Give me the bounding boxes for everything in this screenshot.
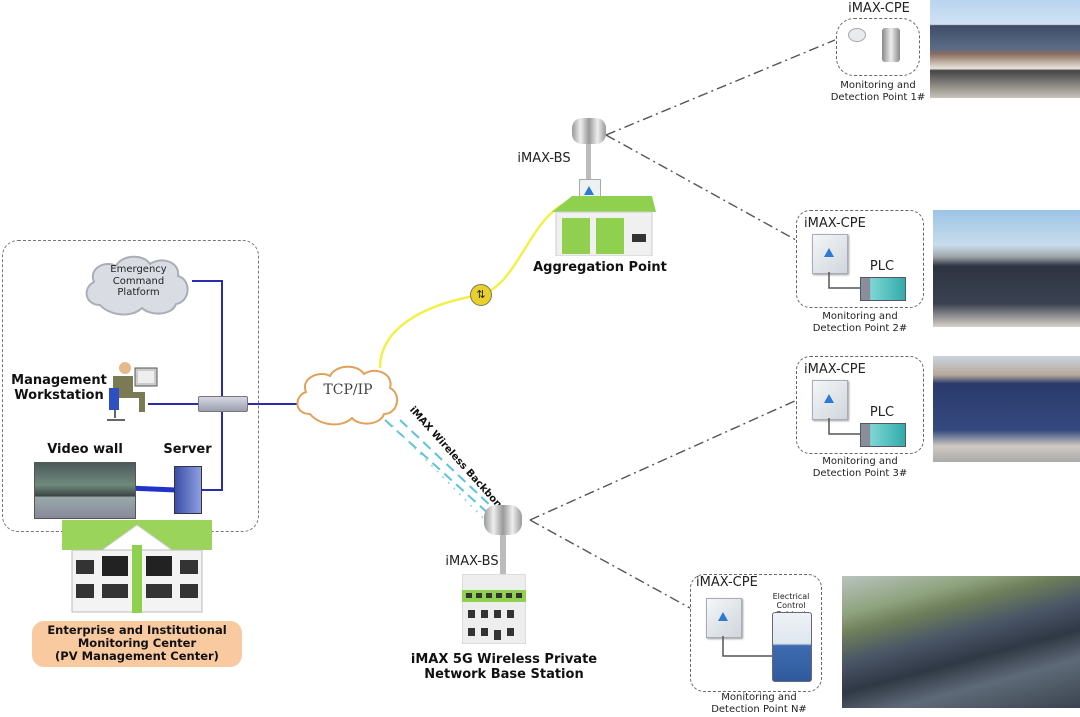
point3-cable (828, 418, 860, 435)
lan-link-videowall (127, 485, 177, 493)
point1-photo (930, 0, 1080, 98)
point3-device-label: PLC (869, 405, 895, 420)
point2-plc-icon (860, 277, 906, 301)
tcpip-label: TCP/IP (323, 382, 373, 398)
wireless-link-point2 (605, 134, 797, 241)
emergency-platform-label: Emergency Command Platform (110, 264, 167, 298)
aggregation-antenna-mast (586, 144, 591, 182)
base-station-title: iMAX 5G Wireless Private Network Base St… (404, 652, 604, 683)
center-label-line2: Monitoring Center (77, 636, 197, 651)
pointN-cabinet-icon (772, 612, 812, 682)
point2-label-line2: Detection Point 2# (812, 322, 908, 334)
point2-cable (828, 272, 860, 289)
aggregation-point-label: Aggregation Point (533, 260, 667, 275)
aggregation-antenna-icon (572, 118, 606, 144)
point1-cpe-label: iMAX-CPE (848, 1, 910, 16)
point2-cpe-logo-icon (824, 248, 834, 257)
point2-photo (933, 210, 1080, 327)
pointN-cable (722, 636, 772, 657)
base-station-building-icon (462, 574, 526, 644)
point3-plc-icon (860, 423, 906, 447)
base-station-mast (500, 535, 506, 575)
backbone-line-3 (399, 419, 496, 511)
aggregation-bs-label: iMAX-BS (517, 151, 571, 166)
workstation-label: Management Workstation (11, 373, 107, 403)
point2-device-label: PLC (869, 259, 895, 274)
backbone-line-1 (384, 419, 491, 516)
point1-label: Monitoring and Detection Point 1# (818, 80, 938, 103)
base-station-title-line2: Network Base Station (424, 666, 584, 682)
point3-label-line1: Monitoring and (822, 456, 898, 467)
point2-label-line1: Monitoring and (822, 311, 898, 322)
pointN-label-line2: Detection Point N# (711, 703, 807, 715)
point1-label-line2: Detection Point 1# (830, 91, 926, 103)
point3-cpe-box (796, 356, 924, 454)
monitoring-center-label: Enterprise and Institutional Monitoring … (32, 621, 242, 667)
pointN-cpe-label: iMAX-CPE (696, 575, 758, 590)
server-icon (174, 466, 202, 514)
center-label-line1: Enterprise and Institutional (47, 623, 227, 637)
point1-label-line1: Monitoring and (840, 80, 916, 91)
workstation-person-icon (107, 362, 158, 421)
base-station-bs-label: iMAX-BS (445, 554, 499, 569)
network-switch-icon (198, 396, 248, 412)
base-station-antenna-icon (484, 505, 522, 535)
base-station-title-line1: iMAX 5G Wireless Private (410, 652, 598, 667)
pointN-cpe-box (690, 574, 822, 692)
emergency-cloud-icon (85, 255, 189, 316)
point2-label: Monitoring and Detection Point 2# (800, 311, 920, 334)
point3-cpe-label: iMAX-CPE (804, 362, 866, 377)
tcpip-cloud-icon (296, 365, 399, 426)
point3-photo (933, 356, 1080, 462)
wireless-link-point1 (605, 39, 836, 136)
point3-label-line2: Detection Point 3# (812, 467, 908, 479)
point1-cpe-box (836, 18, 920, 76)
pointN-device-label-line1: Electrical (772, 592, 810, 601)
point1-sensor-icon (882, 28, 900, 62)
point2-cpe-box (796, 210, 924, 308)
aggregation-bs-logo-icon (584, 186, 594, 195)
point3-label: Monitoring and Detection Point 3# (800, 456, 920, 479)
fiber-connector-icon: ⇅ (470, 284, 492, 306)
wireless-link-point3 (529, 399, 798, 521)
pointN-photo (842, 576, 1080, 708)
video-wall-label: Video wall (47, 442, 123, 457)
pointN-cpe-logo-icon (718, 612, 728, 621)
aggregation-building-icon (552, 196, 656, 256)
lan-link-emergency (192, 280, 223, 491)
monitoring-center-building-icon (62, 520, 212, 613)
server-label: Server (163, 442, 212, 457)
pointN-label: Monitoring and Detection Point N# (694, 692, 824, 715)
video-wall-icon (34, 462, 136, 519)
center-label-line3: (PV Management Center) (55, 649, 219, 664)
point3-cpe-logo-icon (824, 394, 834, 403)
pointN-label-line1: Monitoring and (721, 692, 797, 703)
wireless-link-pointN (529, 519, 691, 609)
point2-cpe-label: iMAX-CPE (804, 216, 866, 231)
point1-cpe-device-icon (848, 28, 866, 42)
